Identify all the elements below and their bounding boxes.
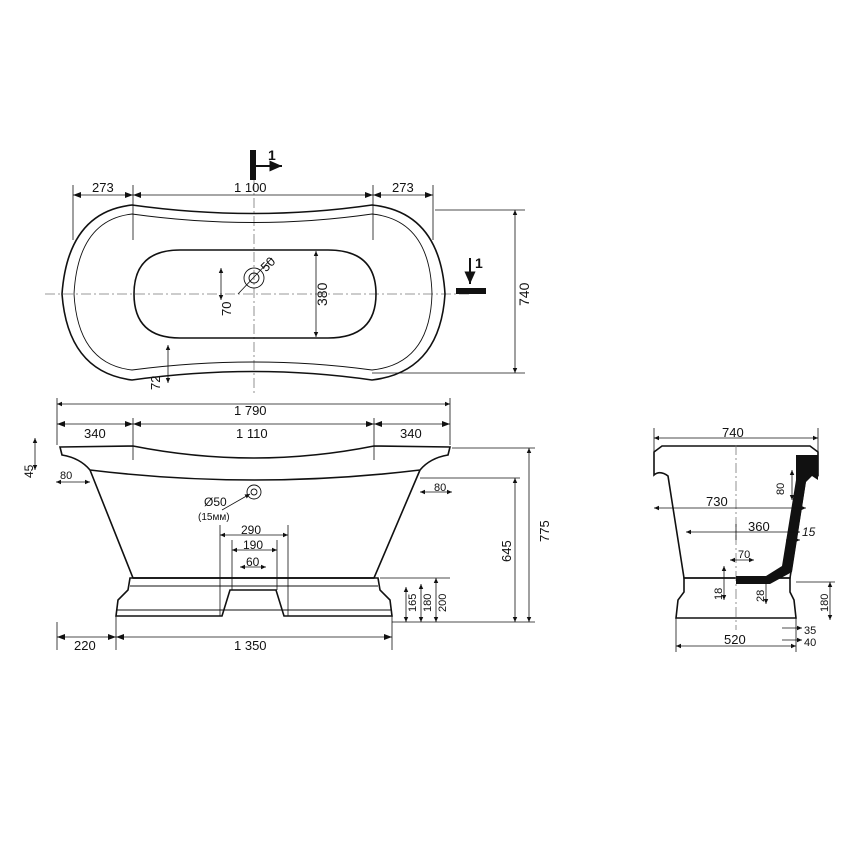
side-rim-label: 80 bbox=[775, 483, 787, 495]
pipe-28-label: 28 bbox=[755, 590, 767, 602]
base-offset-label: 220 bbox=[74, 638, 96, 653]
rim-width-label: 72 bbox=[148, 376, 163, 390]
side-view: 740 730 80 360 15 70 18 28 180 bbox=[653, 425, 835, 652]
top-overall-width-label: 740 bbox=[516, 282, 532, 306]
side-base-35-label: 35 bbox=[804, 625, 816, 637]
front-dim-right: 340 bbox=[400, 426, 422, 441]
side-inner-width-label: 730 bbox=[706, 494, 728, 509]
front-base bbox=[115, 577, 393, 617]
drain-top: 50 bbox=[237, 254, 279, 295]
side-wall-section bbox=[736, 455, 818, 584]
section-label-right: 1 bbox=[475, 255, 483, 271]
front-dim-middle: 1 110 bbox=[236, 426, 268, 441]
overflow-diameter-label: Ø50 bbox=[204, 495, 227, 509]
top-dim-left: 273 bbox=[92, 180, 114, 195]
pipe-18-label: 18 bbox=[713, 588, 725, 600]
drain-dim-290: 290 bbox=[241, 523, 261, 537]
front-dim-left: 340 bbox=[84, 426, 106, 441]
front-view: 1 790 340 1 110 340 Ø50 (15мм) 45 80 bbox=[22, 398, 552, 653]
side-base-180-label: 180 bbox=[819, 594, 831, 612]
height-775-label: 775 bbox=[537, 520, 552, 542]
front-overall-length-label: 1 790 bbox=[234, 403, 267, 418]
top-inner-basin bbox=[133, 249, 377, 339]
drain-dim-190: 190 bbox=[243, 538, 263, 552]
base-height-180: 180 bbox=[422, 594, 434, 612]
drain-offset-label: 70 bbox=[219, 302, 234, 316]
side-drain-360-label: 360 bbox=[748, 519, 770, 534]
inner-width-label: 380 bbox=[314, 282, 330, 306]
rim-left-label: 80 bbox=[60, 470, 72, 482]
top-rim-inner-outline bbox=[73, 213, 433, 371]
side-overall-width-label: 740 bbox=[722, 425, 744, 440]
side-base-40-label: 40 bbox=[804, 637, 816, 649]
base-length-label: 1 350 bbox=[234, 638, 267, 653]
side-base-width-label: 520 bbox=[724, 632, 746, 647]
front-tub-rim bbox=[58, 445, 452, 481]
section-label-top: 1 bbox=[268, 147, 276, 163]
pipe-70-label: 70 bbox=[738, 549, 750, 561]
overflow-note: (15мм) bbox=[198, 512, 230, 523]
rim-right-label: 80 bbox=[434, 482, 446, 494]
rim-drop-label: 45 bbox=[22, 464, 36, 478]
top-view: 1 50 70 380 72 bbox=[45, 147, 532, 395]
drain-offset-dim: 70 bbox=[218, 268, 234, 316]
top-dim-right: 273 bbox=[392, 180, 414, 195]
top-outer-outline bbox=[61, 204, 446, 381]
top-dim-middle: 1 100 bbox=[234, 180, 267, 195]
section-mark-right: 1 bbox=[456, 255, 486, 294]
drain-diameter-label: 50 bbox=[258, 254, 279, 275]
overflow-fitting: Ø50 (15мм) bbox=[198, 484, 262, 523]
height-645-label: 645 bbox=[499, 540, 514, 562]
side-wall-15-label: 15 bbox=[802, 525, 816, 539]
section-mark-top: 1 bbox=[250, 147, 282, 180]
drain-dim-60: 60 bbox=[246, 555, 260, 569]
base-height-165: 165 bbox=[407, 594, 419, 612]
base-height-200: 200 bbox=[437, 594, 449, 612]
